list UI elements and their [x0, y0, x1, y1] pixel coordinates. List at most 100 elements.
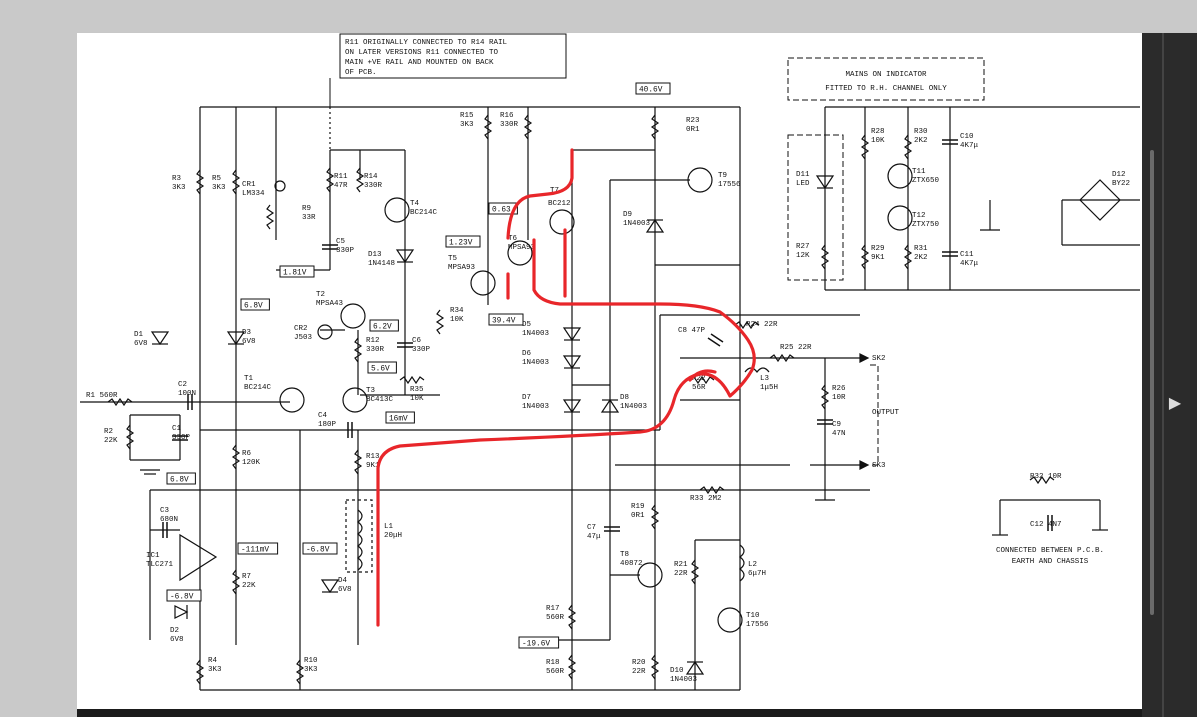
label-r22: 56R: [692, 384, 706, 392]
diodes: [150, 175, 1121, 675]
label-r4: R4: [208, 657, 218, 665]
label-r32: R32 10R: [1030, 473, 1062, 481]
label-d11: LED: [796, 180, 810, 188]
label-r18: R18: [546, 659, 560, 667]
label-r9: 33R: [302, 214, 316, 222]
voltage-labels: 40.6V0.631.23V1.81V39.4V6.8V6.2V5.6V16mV…: [166, 82, 671, 649]
label-d2: 6V8: [170, 636, 184, 644]
inductors: [345, 367, 770, 582]
voltage-label: 6.8V: [244, 303, 263, 311]
label-r3: 3K3: [172, 184, 186, 192]
label-d10: D10: [670, 667, 684, 675]
voltage-label: 5.6V: [371, 366, 390, 374]
voltage-box: [518, 636, 560, 649]
label-d8: D8: [620, 394, 629, 402]
label-t8: T8: [620, 551, 629, 559]
label-r5: R5: [212, 175, 222, 183]
label-r12: 330R: [366, 346, 385, 354]
label-r5: 3K3: [212, 184, 226, 192]
label-t6: MPSA93: [508, 244, 536, 252]
label-c5: C5: [336, 238, 346, 246]
label-l3: L3: [760, 375, 770, 383]
mains-box-title: MAINS ON INDICATOR: [845, 71, 927, 79]
label-c6: 330P: [412, 346, 431, 354]
note-box: [339, 33, 567, 79]
label-c10: C10: [960, 133, 974, 141]
label-r35: R35: [410, 386, 424, 394]
label-r10: 3K3: [304, 666, 318, 674]
label-r34: 10K: [450, 316, 464, 324]
label-r13: R13: [366, 453, 380, 461]
label-c11: 4K7μ: [960, 260, 979, 268]
label-d6: D6: [522, 350, 532, 358]
label-d9: 1N4003: [623, 220, 651, 228]
label-r35: 10K: [410, 395, 424, 403]
capacitors: [162, 139, 1053, 538]
voltage-box: [279, 265, 315, 278]
label-c3: 680N: [160, 516, 178, 524]
voltage-box: [488, 202, 518, 215]
label-d7: 1N4003: [522, 403, 550, 411]
label-l3: 1μ5H: [760, 384, 778, 392]
earth-note-line2: EARTH AND CHASSIS: [1012, 558, 1089, 566]
label-r16: R16: [500, 112, 514, 120]
label-sk3: SK3: [872, 462, 886, 470]
label-d13: D13: [368, 251, 382, 259]
earth-note-line1: CONNECTED BETWEEN P.C.B.: [996, 547, 1104, 555]
label-d13: 1N4148: [368, 260, 395, 268]
label-r29: 9K1: [871, 254, 885, 262]
label-d7: D7: [522, 394, 531, 402]
red-annotation: [376, 148, 756, 627]
red-annotation-loop: [688, 369, 717, 382]
label-d5: 1N4003: [522, 330, 550, 338]
label-c5: 330P: [336, 247, 355, 255]
label-r31: 2K2: [914, 254, 928, 262]
label-l1: L1: [384, 523, 394, 531]
voltage-label: 1.81V: [283, 270, 307, 278]
label-r17: 560R: [546, 614, 565, 622]
scrollbar-thumb[interactable]: [1150, 150, 1154, 615]
label-r11: 47R: [334, 182, 348, 190]
label-t4: T4: [410, 200, 420, 208]
label-l2: L2: [748, 561, 757, 569]
label-t3: T3: [366, 387, 376, 395]
label-d9: D9: [623, 211, 632, 219]
label-r27: 12K: [796, 252, 810, 260]
label-r15: R15: [460, 112, 474, 120]
label-r25: R25 22R: [780, 344, 812, 352]
voltage-label: -6.8V: [170, 594, 194, 602]
label-t7b: BC212: [548, 200, 571, 208]
label-r16: 330R: [500, 121, 519, 129]
label-t9: 17556: [718, 181, 741, 189]
viewer-bottom-bar: [77, 709, 1142, 717]
label-c9: 47N: [832, 430, 846, 438]
label-r21: R21: [674, 561, 688, 569]
voltage-label: -6.8V: [306, 547, 330, 555]
label-r3: R3: [172, 175, 182, 183]
label-cr1: CR1: [242, 181, 256, 189]
note-line: R11 ORIGINALLY CONNECTED TO R14 RAIL: [345, 39, 508, 47]
label-l2: 6μ7H: [748, 570, 766, 578]
voltage-label: -111mV: [241, 547, 269, 555]
label-c3: C3: [160, 507, 170, 515]
label-t1: BC214C: [244, 384, 272, 392]
voltage-label: 6.2V: [373, 324, 392, 332]
label-d1: 6V8: [134, 340, 148, 348]
label-r6: R6: [242, 450, 252, 458]
label-t11: ZTX650: [912, 177, 940, 185]
label-t9: T9: [718, 172, 727, 180]
label-r14: R14: [364, 173, 378, 181]
label-r28: R28: [871, 128, 885, 136]
label-r22: R22: [692, 375, 706, 383]
label-r19: R19: [631, 503, 645, 511]
next-page-arrow-icon[interactable]: ▶: [1168, 393, 1182, 412]
label-c4: 180P: [318, 421, 337, 429]
label-r23: R23: [686, 117, 700, 125]
label-t11: T11: [912, 168, 926, 176]
label-t6: T6: [508, 235, 518, 243]
label-r26: R26: [832, 385, 846, 393]
